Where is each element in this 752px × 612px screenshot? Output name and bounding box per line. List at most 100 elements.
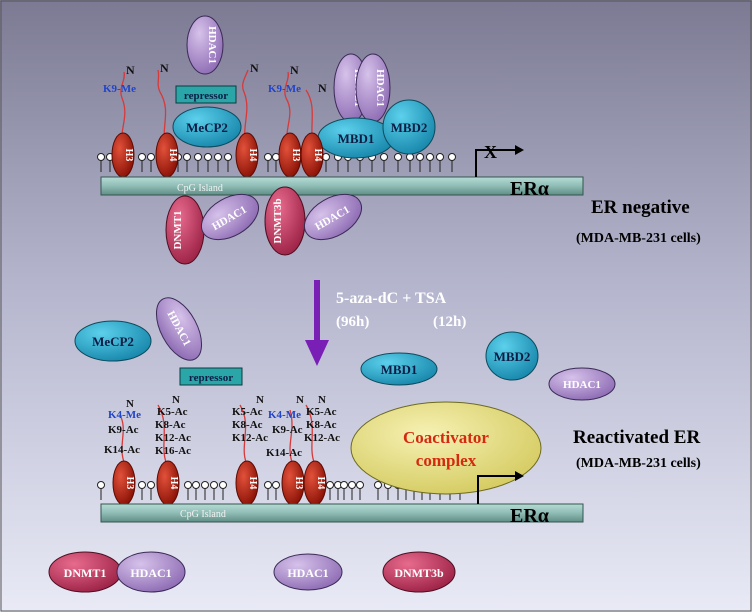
repressor-box-bottom: repressor — [179, 367, 243, 386]
mod-label: K12-Ac — [155, 432, 191, 444]
coactivator-complex: Coactivator complex — [350, 401, 542, 495]
h4-label: H4 — [168, 477, 179, 490]
coactivator-label: Coactivator — [403, 428, 489, 447]
reactivated-er-subtitle: (MDA-MB-231 cells) — [576, 456, 701, 471]
mecp2-top: MeCP2 — [172, 106, 242, 148]
n-terminus-label: N — [160, 61, 169, 75]
mecp2-released: MeCP2 — [74, 320, 152, 362]
hdac1-released-bottom-left: HDAC1 — [116, 551, 186, 593]
mod-label: K4-Me — [268, 409, 301, 421]
mod-label: K5-Ac — [232, 406, 263, 418]
mod-label: K12-Ac — [304, 432, 340, 444]
dnmt3b-label: DNMT3b — [272, 198, 284, 243]
histone-h4-bottom-1: H4 — [156, 460, 180, 506]
n-terminus-label: N — [172, 394, 180, 406]
hdac1-label: HDAC1 — [563, 379, 601, 391]
h4-label: H4 — [247, 477, 258, 490]
hdac1-label: HDAC1 — [287, 566, 328, 580]
mod-label: K14-Ac — [266, 447, 302, 459]
n-terminus-label: N — [290, 63, 299, 77]
mbd1-label: MBD1 — [381, 362, 418, 377]
hdac1-label: HDAC1 — [130, 566, 171, 580]
k9-me-label: K9-Me — [103, 83, 136, 95]
hdac1-top-below-a: HDAC1 — [201, 193, 259, 241]
histone-h4-top-2: H4 — [235, 132, 259, 178]
reactivated-er-title: Reactivated ER — [573, 427, 700, 448]
h4-mods-left: K5-Ac K8-Ac K12-Ac K16-Ac — [155, 406, 191, 457]
dnmt3b-label: DNMT3b — [394, 566, 444, 580]
transcription-start-arrow-bottom — [477, 471, 524, 504]
transcription-start-arrow-top — [475, 145, 524, 177]
histone-h4-top-3: H4 — [300, 132, 324, 178]
mbd2-released: MBD2 — [485, 331, 539, 381]
dnmt3b-top: DNMT3b — [264, 186, 306, 256]
histone-tails-bottom — [119, 404, 315, 463]
hdac1-label: HDAC1 — [374, 69, 386, 107]
mod-label: K4-Me — [108, 409, 141, 421]
dnmt1-label: DNMT1 — [64, 566, 107, 580]
repressor-label: repressor — [189, 372, 233, 384]
mod-label: K16-Ac — [155, 445, 191, 457]
h4-label: H4 — [167, 149, 178, 162]
cpg-island-label: CpG Island — [180, 509, 226, 520]
treatment-label: 5-aza-dC + TSA — [336, 290, 447, 307]
treatment-arrow — [305, 280, 329, 366]
histone-h3-top-1: H3 — [111, 132, 135, 178]
dnmt3b-released: DNMT3b — [382, 551, 456, 593]
dnmt1-released: DNMT1 — [48, 551, 122, 593]
n-terminus-label: N — [318, 81, 327, 95]
h4-label: H4 — [247, 149, 258, 162]
histone-h3-bottom-2: H3 — [281, 460, 305, 506]
er-negative-subtitle: (MDA-MB-231 cells) — [576, 231, 701, 246]
repressor-label: repressor — [184, 90, 228, 102]
mbd1-released: MBD1 — [360, 352, 438, 386]
dna-strand-bottom — [100, 503, 584, 523]
mecp2-label: MeCP2 — [92, 334, 134, 349]
repressor-box-top: repressor — [175, 85, 237, 104]
dnmt1-top: DNMT1 — [165, 195, 205, 265]
er-alpha-label-top: ERα — [510, 178, 549, 200]
hdac1-released-bottom-center: HDAC1 — [273, 553, 343, 591]
h4-label: H4 — [315, 477, 326, 490]
hdac1-label: HDAC1 — [206, 26, 218, 64]
mod-label: K5-Ac — [306, 406, 337, 418]
h4-mods-mid: K5-Ac K8-Ac K12-Ac — [232, 406, 268, 444]
repressed-x-mark: X — [484, 142, 497, 162]
dnmt1-label: DNMT1 — [172, 210, 184, 249]
h3-mods-left: K4-Me K9-Ac K14-Ac — [104, 409, 141, 456]
n-terminus-label: N — [126, 63, 135, 77]
mod-label: K9-Ac — [108, 424, 139, 436]
mbd2-top: MBD2 — [382, 99, 436, 155]
mod-label: K5-Ac — [157, 406, 188, 418]
mod-label: K8-Ac — [232, 419, 263, 431]
h3-label: H3 — [124, 477, 135, 490]
hdac1-released-right: HDAC1 — [548, 367, 616, 401]
h3-label: H3 — [123, 149, 134, 162]
mod-label: K8-Ac — [306, 419, 337, 431]
h3-label: H3 — [290, 149, 301, 162]
hdac1-top-center: HDAC1 — [186, 15, 224, 75]
histone-h4-bottom-3: H4 — [303, 460, 327, 506]
mecp2-label: MeCP2 — [186, 120, 228, 135]
treatment-duration-tsa: (12h) — [433, 314, 466, 330]
n-terminus-label: N — [256, 394, 264, 406]
histone-h4-bottom-2: H4 — [235, 460, 259, 506]
er-negative-title: ER negative — [591, 197, 690, 218]
histone-h3-bottom-1: H3 — [112, 460, 136, 506]
h3-label: H3 — [293, 477, 304, 490]
mod-label: K12-Ac — [232, 432, 268, 444]
complex-label: complex — [416, 451, 477, 470]
n-terminus-label: N — [296, 394, 304, 406]
h4-mods-right: K5-Ac K8-Ac K12-Ac — [304, 406, 340, 444]
k9-me-label: K9-Me — [268, 83, 301, 95]
histone-h4-top-1: H4 — [155, 132, 179, 178]
cpg-island-label: CpG Island — [177, 183, 223, 194]
mbd1-top: MBD1 — [317, 117, 395, 159]
mod-label: K9-Ac — [272, 424, 303, 436]
hdac1-top-below-b: HDAC1 — [304, 193, 362, 241]
hdac1-top-right-b: HDAC1 — [355, 53, 391, 123]
hdac1-released-top: HDAC1 — [155, 297, 203, 361]
